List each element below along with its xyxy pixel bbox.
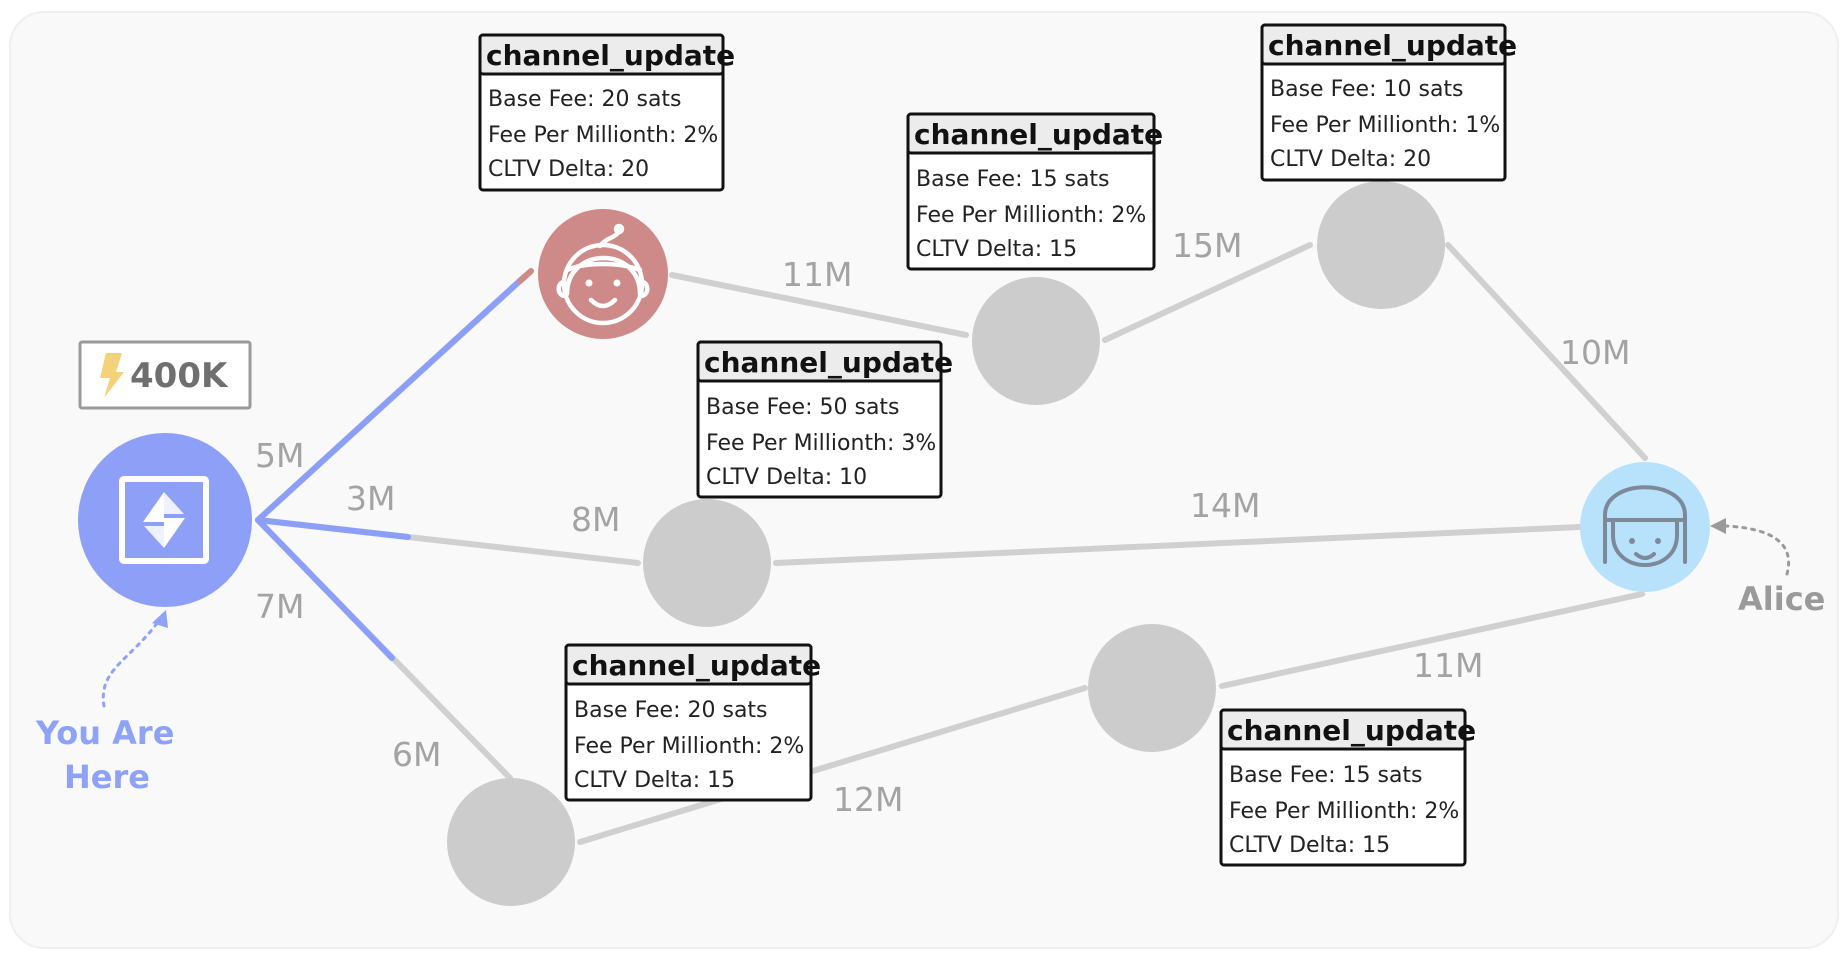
channel-update-box: channel_update Base Fee: 15 sats Fee Per…: [1219, 708, 1476, 867]
node-top-right[interactable]: [1317, 181, 1445, 309]
fee-per-millionth: Fee Per Millionth: 3%: [706, 431, 936, 456]
capacity-label: 7M: [255, 587, 304, 626]
channel-update-title: channel_update: [1227, 714, 1476, 747]
channel-update-box: channel_update Base Fee: 20 sats Fee Per…: [478, 33, 735, 192]
channel-update-box: channel_update Base Fee: 15 sats Fee Per…: [906, 112, 1163, 271]
you-are-here-label: You Are: [35, 714, 174, 752]
base-fee: Base Fee: 10 sats: [1270, 77, 1464, 102]
capacity-label: 15M: [1172, 226, 1242, 265]
dotted-arrow: [101, 620, 160, 708]
edge-you-mid-local: [255, 517, 411, 540]
capacity-label: 6M: [392, 735, 441, 774]
node-top-center[interactable]: [972, 277, 1100, 405]
balance-badge: 400K: [78, 340, 252, 410]
capacity-label: 5M: [255, 436, 304, 475]
base-fee: Base Fee: 20 sats: [488, 87, 682, 112]
edge-you-red-local: [255, 274, 527, 523]
capacity-label: 12M: [833, 780, 903, 819]
capacity-label: 14M: [1190, 486, 1260, 525]
channel-update-title: channel_update: [572, 649, 821, 682]
base-fee: Base Fee: 20 sats: [574, 698, 768, 723]
fee-per-millionth: Fee Per Millionth: 1%: [1270, 113, 1500, 138]
node-middle[interactable]: [643, 499, 771, 627]
edge-red-top-center: [669, 272, 969, 338]
alice-label: Alice: [1738, 580, 1825, 618]
fee-per-millionth: Fee Per Millionth: 2%: [916, 203, 1146, 228]
cltv-delta: CLTV Delta: 20: [1270, 147, 1431, 172]
node-alice[interactable]: [1580, 462, 1710, 592]
base-fee: Base Fee: 15 sats: [916, 167, 1110, 192]
arrow-head-icon: [152, 610, 168, 628]
edge-you-red-remote-tip: [517, 268, 534, 284]
channel-update-title: channel_update: [704, 346, 953, 379]
you-are-here-label: Here: [64, 758, 150, 796]
capacity-label: 11M: [1413, 646, 1483, 685]
edge-bottom-center-alice: [1219, 591, 1645, 689]
channel-update-box: channel_update Base Fee: 20 sats Fee Per…: [564, 643, 821, 802]
capacity-label: 3M: [346, 479, 395, 518]
channel-update-title: channel_update: [1268, 29, 1517, 62]
wallet-logo-icon: [119, 476, 209, 564]
channel-update-title: channel_update: [914, 118, 1163, 151]
you-are-here-marker: You Are Here: [35, 610, 174, 796]
lightning-icon: [100, 353, 124, 398]
edge-top-center-top-right: [1102, 242, 1313, 343]
node-bottom-left[interactable]: [447, 778, 575, 906]
fee-per-millionth: Fee Per Millionth: 2%: [574, 734, 804, 759]
cltv-delta: CLTV Delta: 15: [916, 237, 1077, 262]
capacity-label: 11M: [782, 255, 852, 294]
edge-top-right-alice: [1445, 242, 1648, 461]
arrow-head-icon: [1710, 518, 1726, 534]
baby-face-icon: [556, 223, 650, 326]
edge-mid-alice: [773, 524, 1583, 566]
capacity-labels: 5M 3M 7M 11M 15M 10M 14M 8M 6M 12M 11M: [255, 226, 1630, 819]
capacity-label: 10M: [1560, 333, 1630, 372]
fee-per-millionth: Fee Per Millionth: 2%: [1229, 799, 1459, 824]
edge-you-bottom-local: [255, 517, 395, 661]
cltv-delta: CLTV Delta: 10: [706, 465, 867, 490]
channel-update-title: channel_update: [486, 39, 735, 72]
balance-value: 400K: [130, 356, 229, 396]
cltv-delta: CLTV Delta: 20: [488, 157, 649, 182]
base-fee: Base Fee: 15 sats: [1229, 763, 1423, 788]
alice-marker: Alice: [1710, 518, 1825, 618]
channel-update-box: channel_update Base Fee: 50 sats Fee Per…: [696, 340, 953, 499]
fee-per-millionth: Fee Per Millionth: 2%: [488, 123, 718, 148]
cltv-delta: CLTV Delta: 15: [574, 768, 735, 793]
base-fee: Base Fee: 50 sats: [706, 395, 900, 420]
local-channel-segments: [255, 274, 527, 661]
girl-face-icon: [1603, 485, 1687, 567]
dotted-arrow: [1724, 524, 1791, 576]
node-first-hop[interactable]: [538, 209, 668, 339]
capacity-label: 8M: [571, 500, 620, 539]
node-you[interactable]: [78, 433, 252, 607]
cltv-delta: CLTV Delta: 15: [1229, 833, 1390, 858]
channel-update-box: channel_update Base Fee: 10 sats Fee Per…: [1260, 23, 1517, 182]
edge-bottom-left-bottom-center: [577, 685, 1088, 845]
node-bottom-center[interactable]: [1088, 624, 1216, 752]
